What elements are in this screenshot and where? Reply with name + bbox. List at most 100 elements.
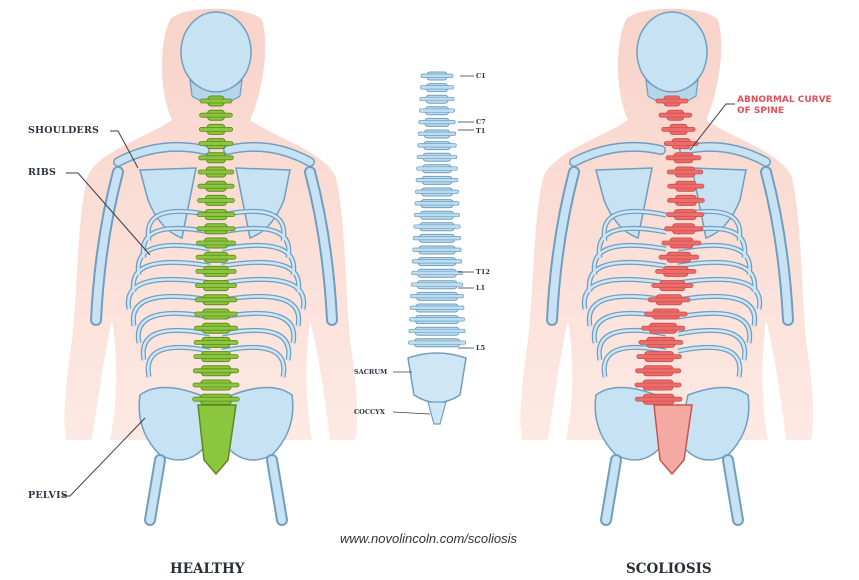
vertebra-process (420, 86, 453, 90)
scoliosis-femur-right-fill (728, 460, 738, 520)
vertebra-process (413, 248, 462, 252)
vertebra-process (193, 383, 239, 387)
vertebra-process (652, 284, 693, 288)
vertebra-process (414, 225, 460, 229)
scoliosis-skull (637, 12, 707, 92)
center-sacrum (408, 353, 466, 403)
vertebra-process (197, 241, 236, 245)
pelvis-label: PELVIS (28, 490, 68, 501)
vertebra-process (418, 132, 456, 136)
watermark-url: www.novolincoln.com/scoliosis (340, 531, 517, 546)
vertebra-process (194, 355, 239, 359)
sacrum-label: SACRUM (354, 368, 387, 376)
vertebra-process (665, 227, 703, 231)
vertebra-process (195, 312, 238, 316)
abnormal-curve-label: ABNORMAL CURVE OF SPINE (737, 95, 832, 117)
vertebra-process (639, 340, 683, 344)
spine-column (408, 72, 465, 347)
vertebra-process (662, 241, 701, 245)
vertebra-process (411, 294, 464, 298)
l5-label: L5 (476, 344, 485, 352)
vertebra-process (667, 198, 704, 202)
coccyx-leader-line (393, 412, 430, 414)
vertebra-process (198, 170, 234, 174)
abnormal-curve-label-line2: OF SPINE (737, 106, 832, 117)
vertebra-process (198, 198, 235, 202)
coccyx-label: COCCYX (354, 408, 385, 416)
vertebra-process (195, 298, 237, 302)
vertebra-process (197, 227, 235, 231)
vertebra-process (418, 144, 457, 148)
vertebra-process (668, 184, 704, 188)
scoliosis-figure (520, 9, 813, 520)
center-coccyx (428, 402, 446, 424)
vertebra-process (420, 97, 454, 101)
vertebra-process (199, 127, 232, 131)
vertebra-process (195, 284, 236, 288)
c7-label: C7 (476, 118, 486, 126)
vertebra-process (193, 369, 238, 373)
scoliosis-femur-left-fill (606, 460, 616, 520)
vertebra-process (636, 369, 681, 373)
vertebra-process (408, 341, 465, 345)
vertebra-process (199, 156, 234, 160)
vertebra-process (199, 142, 233, 146)
vertebra-process (196, 255, 236, 259)
shoulders-label: SHOULDERS (28, 125, 99, 136)
vertebra-process (409, 318, 464, 322)
vertebra-process (635, 383, 681, 387)
vertebra-process (642, 326, 685, 330)
vertebra-process (666, 213, 704, 217)
vertebra-process (664, 142, 698, 146)
healthy-femur-right-fill (272, 460, 282, 520)
ribs-label: RIBS (28, 167, 56, 178)
vertebra-process (659, 255, 699, 259)
vertebra-process (410, 306, 464, 310)
vertebra-process (197, 213, 235, 217)
vertebra-process (198, 184, 234, 188)
vertebra-process (656, 269, 696, 273)
vertebra-process (645, 312, 688, 316)
vertebra-process (419, 109, 454, 113)
vertebra-process (417, 155, 457, 159)
l1-label: L1 (476, 284, 485, 292)
vertebra-process (200, 99, 232, 103)
healthy-femur-left-fill (150, 460, 160, 520)
vertebra-process (662, 127, 695, 131)
vertebra-process (411, 283, 463, 287)
healthy-figure (64, 9, 357, 520)
vertebra-process (648, 298, 690, 302)
vertebra-process (416, 178, 458, 182)
vertebra-process (194, 326, 237, 330)
vertebra-process (635, 397, 682, 401)
healthy-skull (181, 12, 251, 92)
vertebra-process (416, 190, 459, 194)
scoliosis-sacrum (654, 405, 692, 474)
vertebra-process (417, 167, 458, 171)
vertebra-process (667, 170, 703, 174)
healthy-sacrum (198, 405, 236, 474)
healthy-caption: HEALTHY (170, 561, 244, 577)
abnormal-curve-label-line1: ABNORMAL CURVE (737, 95, 832, 106)
vertebra-process (421, 74, 453, 78)
vertebra-process (637, 355, 682, 359)
t1-label: T1 (476, 127, 485, 135)
t12-label: T12 (476, 268, 490, 276)
vertebra-process (196, 269, 236, 273)
vertebra-process (412, 271, 463, 275)
c1-label: C1 (476, 72, 486, 80)
vertebra-process (409, 329, 465, 333)
vertebra-process (194, 340, 238, 344)
scoliosis-caption: SCOLIOSIS (626, 561, 712, 577)
vertebra-process (414, 213, 459, 217)
vertebra-process (659, 113, 692, 117)
vertebra-process (415, 202, 459, 206)
vertebra-process (200, 113, 233, 117)
vertebra-process (413, 236, 460, 240)
vertebra-process (666, 156, 701, 160)
vertebra-process (419, 120, 455, 124)
vertebra-process (656, 99, 688, 103)
vertebra-process (193, 397, 240, 401)
vertebra-process (412, 260, 462, 264)
